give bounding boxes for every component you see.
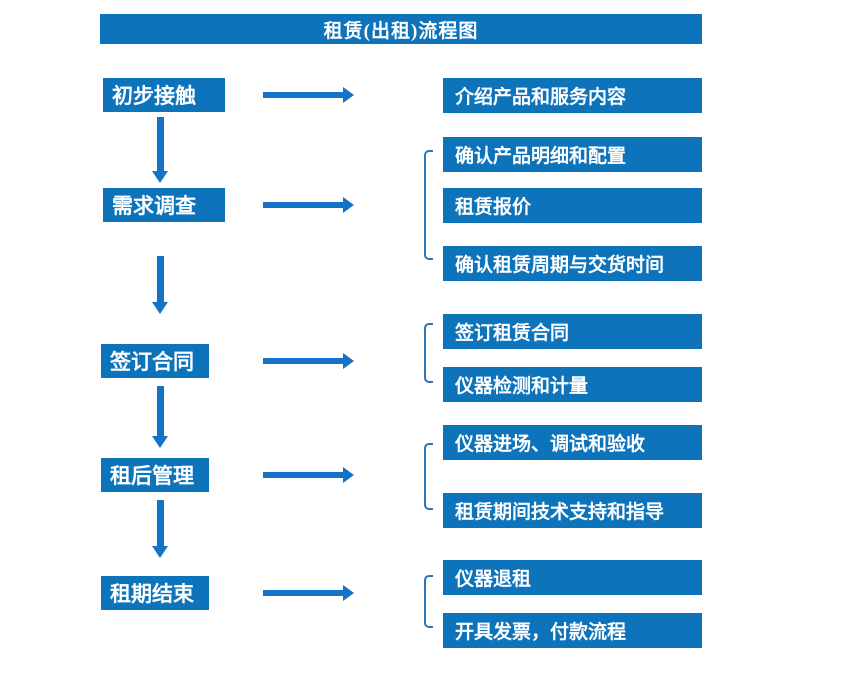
detail-box: 签订租赁合同 [443,314,702,349]
detail-box: 介绍产品和服务内容 [443,78,702,113]
step-box-demand-survey: 需求调查 [103,188,225,222]
detail-box: 确认租赁周期与交货时间 [443,246,702,281]
step-box-lease-end: 租期结束 [101,576,209,610]
detail-box: 确认产品明细和配置 [443,137,702,172]
group-bracket-icon [424,443,433,510]
step-box-initial-contact: 初步接触 [103,78,225,112]
detail-box: 仪器检测和计量 [443,367,702,402]
detail-box: 仪器进场、调试和验收 [443,425,702,460]
detail-box: 租赁报价 [443,188,702,223]
detail-box: 开具发票，付款流程 [443,613,702,648]
detail-box: 租赁期间技术支持和指导 [443,493,702,528]
group-bracket-icon [424,150,433,260]
detail-box: 仪器退租 [443,560,702,595]
group-bracket-icon [424,575,433,628]
step-box-post-rental-mgmt: 租后管理 [101,458,209,492]
step-box-sign-contract: 签订合同 [101,344,209,378]
flowchart-title: 租赁(出租)流程图 [100,14,702,44]
group-bracket-icon [424,323,433,383]
